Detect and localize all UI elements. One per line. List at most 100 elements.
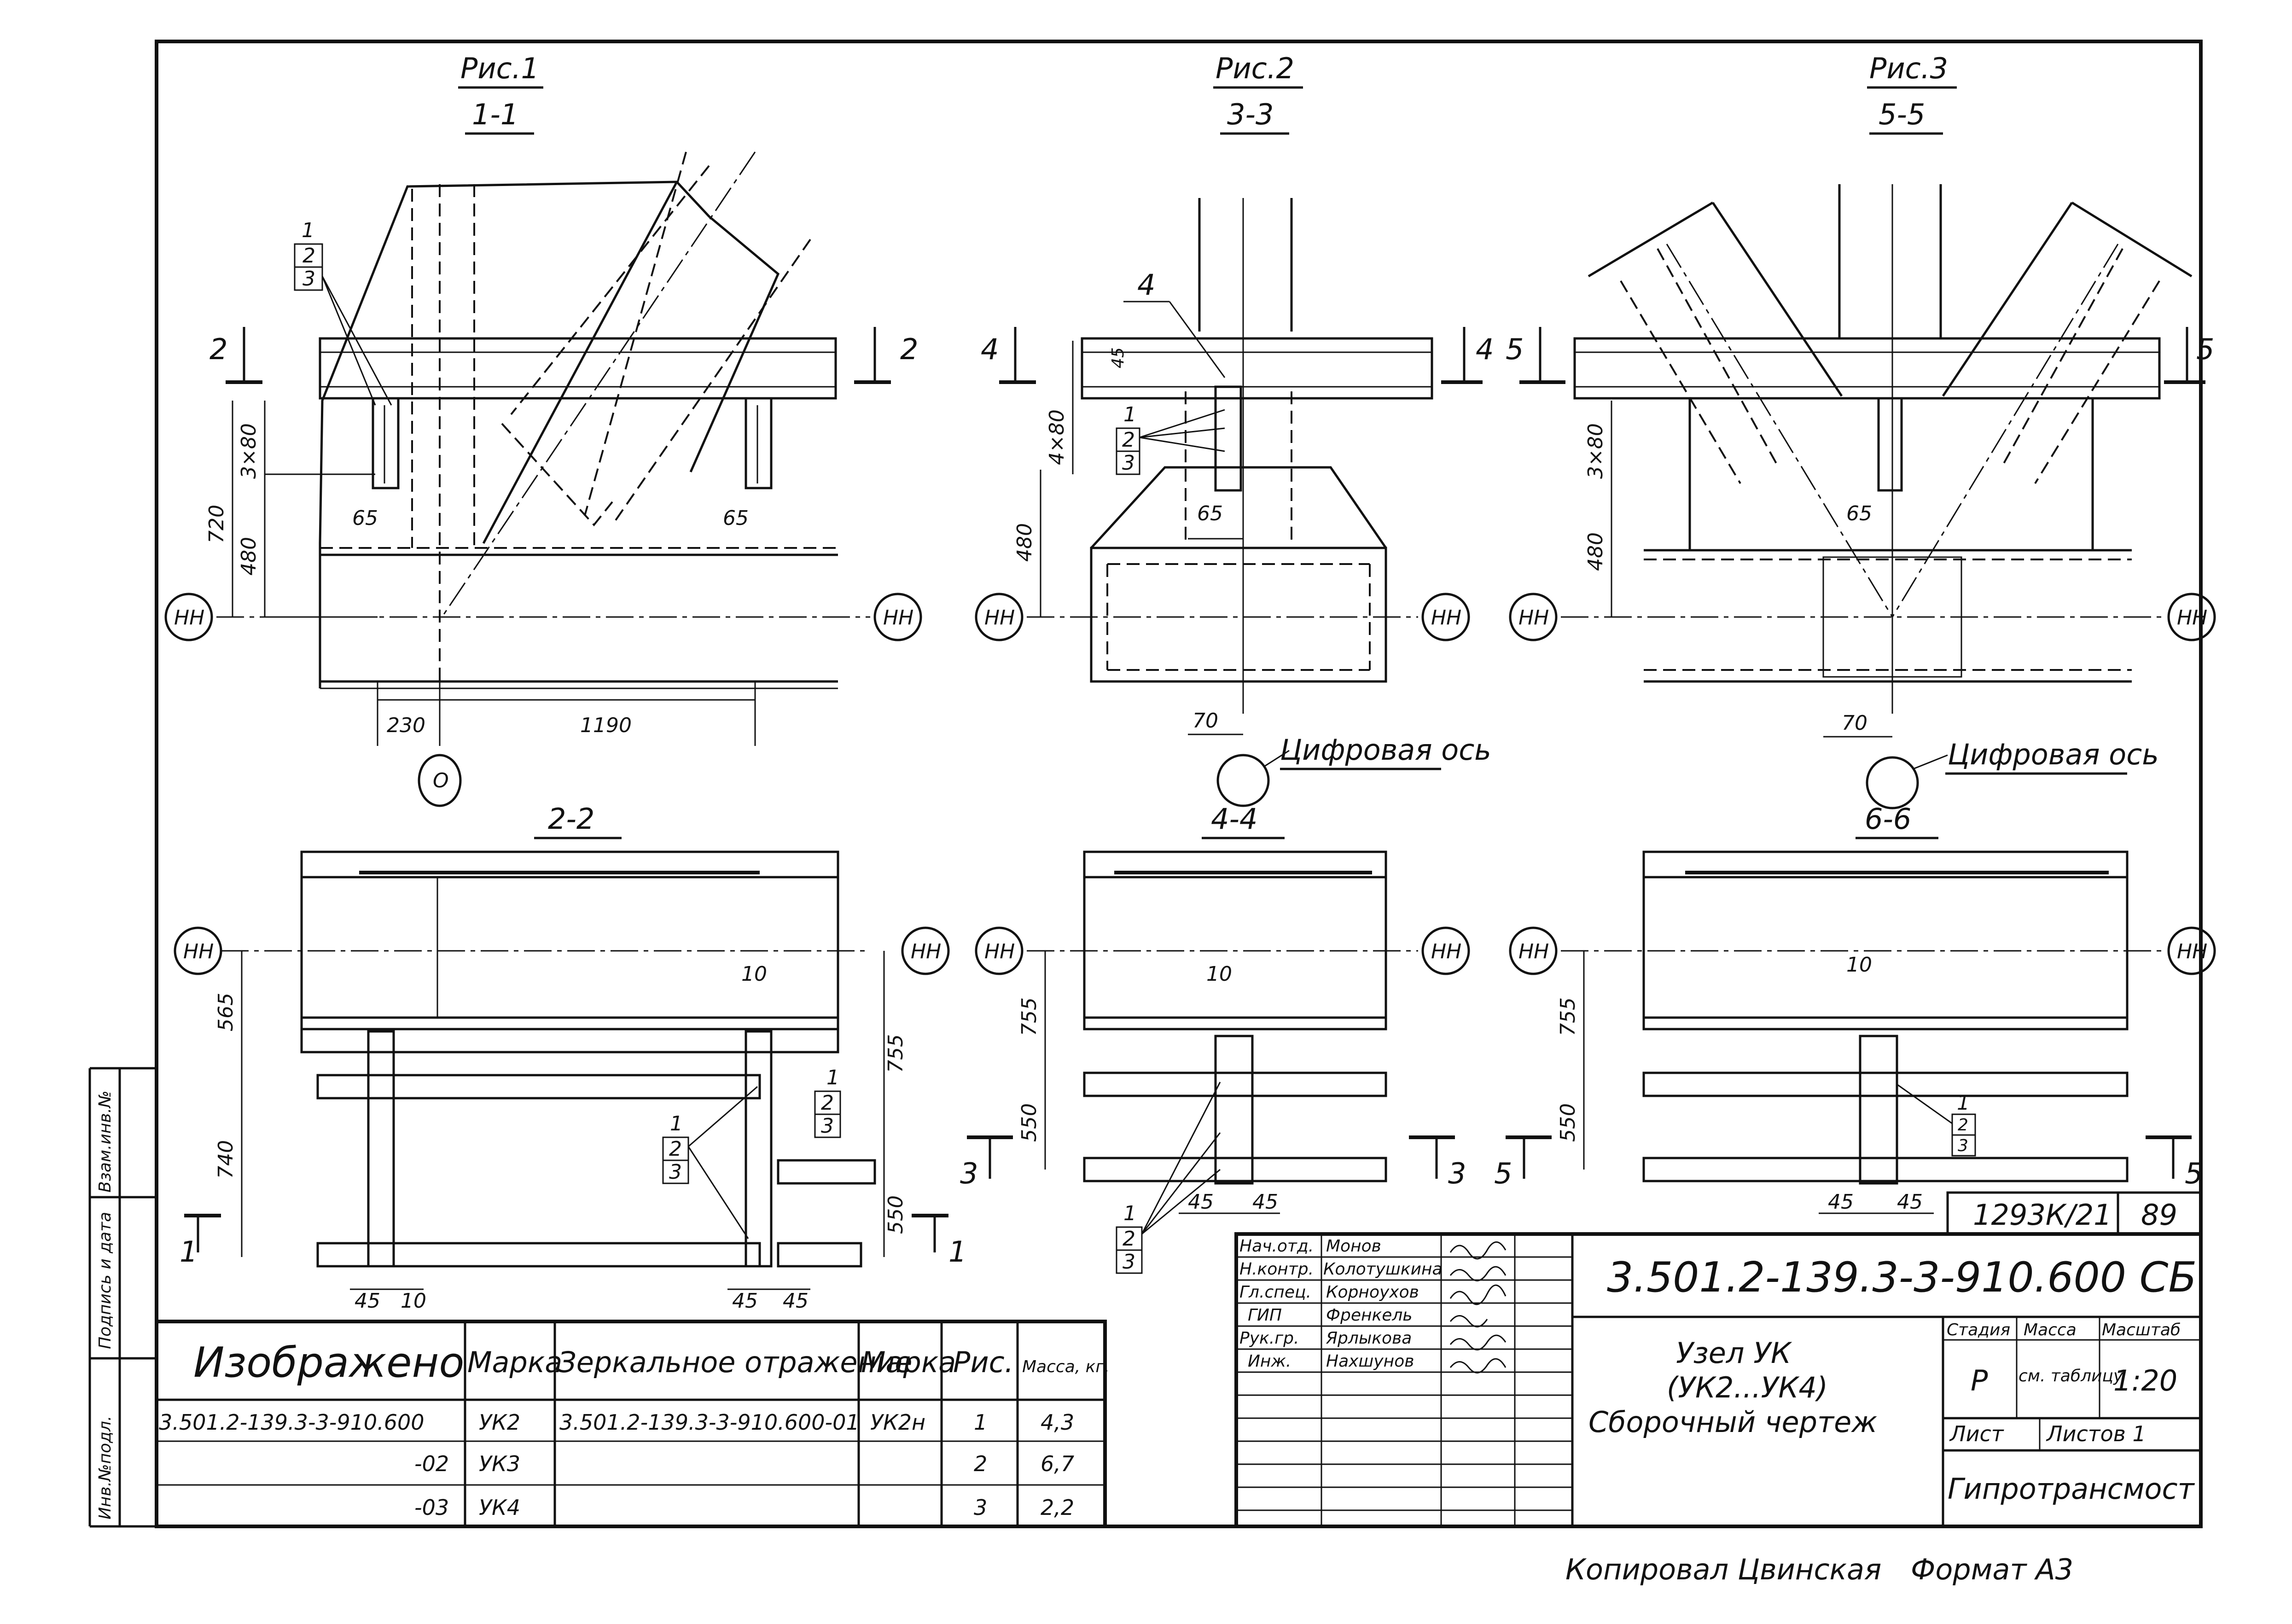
sec22-cut-left: 1 [180,1235,198,1269]
fig1-dim-65-left: 65 [352,506,378,530]
figure-2: Рис.2 3-3 НН НН 4 4 4 [975,52,1494,807]
sheet-ref-page: 89 [2141,1198,2177,1232]
fig1-axis-o: О [433,769,449,792]
sec22-dim-45-right: 45 [783,1289,809,1313]
spec-hdr-image: Изображено [193,1339,464,1387]
fig2-callout-4: 4 [1137,268,1155,302]
sec22-callout-3b: 3 [821,1114,834,1138]
fig3-dim-480: 480 [1584,532,1607,571]
tb-name-2line: (УК2...УК4) [1667,1371,1828,1404]
sec22-dim-45-left: 45 [355,1289,380,1313]
tb-designation: 3.501.2-139.3-3-910.600 СБ [1607,1253,2197,1302]
fig3-title: Рис.3 [1869,52,1948,85]
tb-name-1: Монов [1326,1237,1381,1256]
sec66-callout-2: 2 [1958,1116,1968,1135]
fig2-callout-1: 1 [1123,403,1136,426]
sec44-callout-3: 3 [1123,1250,1135,1274]
section-6-6: 6-6 НН НН 1 2 3 5 5 755 550 10 45 45 [1494,802,2216,1214]
fig1-axis-right: НН [883,606,913,629]
spec-hdr-mirror: Зеркальное отражение [558,1345,913,1379]
tb-mass-label: Масса [2024,1321,2077,1339]
tb-name-1line: Узел УК [1676,1336,1792,1370]
sec66-dim-45-left: 45 [1828,1190,1854,1214]
fig3-digital-axis: Цифровая ось [1948,738,2159,771]
sec44-title: 4-4 [1211,802,1257,836]
figure-3: Рис.3 5-5 НН НН [1506,52,2216,809]
sec22-title: 2-2 [548,802,594,836]
fig2-digital-axis: Цифровая ось [1280,733,1491,767]
spec-r1-image: 3.501.2-139.3-3-910.600 [159,1410,425,1435]
fig2-dim-70: 70 [1193,709,1218,733]
sec22-callout-1a: 1 [670,1112,683,1135]
sec66-dim-45-right: 45 [1897,1190,1923,1214]
sec22-dim-10-bottom: 10 [401,1289,426,1313]
sec22-callout-1b: 1 [826,1066,839,1089]
spec-hdr-fig: Рис. [953,1345,1013,1379]
tb-name-2: Колотушкина [1323,1260,1443,1279]
stamp-sign-label: Подпись и дата [96,1212,115,1349]
sec66-cut-left: 5 [1494,1157,1512,1190]
sec66-title: 6-6 [1865,802,1911,836]
tb-role-1: Нач.отд. [1239,1237,1314,1256]
sec22-axis-left: НН [183,940,214,963]
fig3-cut-right: 5 [2196,332,2214,366]
tb-sheets-label: Листов 1 [2046,1421,2146,1446]
tb-role-6: Инж. [1248,1352,1291,1371]
fig1-dim-65-right: 65 [723,506,749,530]
fig1-axis-left: НН [174,606,204,629]
spec-hdr-mass: Масса, кг. [1022,1357,1110,1376]
sec22-dim-10-top: 10 [741,962,767,986]
fig2-section: 3-3 [1227,98,1274,131]
spec-r2-mass: 6,7 [1041,1451,1074,1476]
sec44-axis-right: НН [1431,940,1461,963]
sec22-dim-755: 755 [884,1034,907,1073]
spec-r1-mark: УК2 [479,1410,520,1435]
sec66-axis-left: НН [1518,940,1549,963]
fig1-title: Рис.1 [460,52,539,85]
fig2-axis-left: НН [984,606,1015,629]
tb-sheet-label: Лист [1949,1421,2004,1446]
sec22-callout-3a: 3 [669,1160,682,1184]
tb-org: Гипротрансмост [1948,1472,2195,1506]
sec44-callout-2: 2 [1123,1227,1135,1251]
fig1-callout-3: 3 [302,267,315,291]
spec-r3-mass: 2,2 [1041,1495,1074,1520]
fig1-cut-left: 2 [209,332,227,366]
sec44-dim-755: 755 [1018,997,1041,1036]
fig3-dim-65: 65 [1846,502,1872,525]
spec-r1-mirror: 3.501.2-139.3-3-910.600-01 [559,1410,860,1435]
fig1-callout-2: 2 [302,244,315,268]
fig1-dim-480: 480 [237,537,261,576]
figure-1: Рис.1 1-1 НН НН [164,52,922,807]
fig2-dim-65: 65 [1197,502,1223,525]
stamp-replace-label: Взам.инв.№ [96,1090,115,1193]
sec66-dim-755: 755 [1556,997,1580,1036]
fig1-dim-720: 720 [205,505,228,543]
sec44-dim-45-left: 45 [1188,1190,1214,1214]
footer-copied: Копировал Цвинская [1565,1553,1881,1586]
spec-r1-mass: 4,3 [1041,1410,1074,1435]
footer-format: Формат А3 [1911,1553,2073,1586]
spec-r3-fig: 3 [974,1495,987,1520]
drawing-frame [155,40,2203,1528]
sec22-axis-right: НН [911,940,941,963]
sec22-dim-45-mid: 45 [732,1289,758,1313]
spec-r1-mark2: УК2н [870,1410,925,1435]
spec-table: Изображено Марка Зеркальное отражение Ма… [155,1320,1110,1528]
tb-scale: 1:20 [2113,1364,2177,1397]
sec66-callout-3: 3 [1958,1136,1968,1155]
fig3-axis-left: НН [1518,606,1549,629]
sec44-axis-left: НН [984,940,1015,963]
section-2-2: 2-2 НН НН 1 2 3 1 2 3 1 1 [174,802,966,1313]
fig3-axis-right: НН [2177,606,2207,629]
fig2-callout-2: 2 [1122,428,1135,452]
fig2-title: Рис.2 [1216,52,1294,85]
stamp-inv-label: Инв.№подл. [96,1416,115,1519]
spec-r1-fig: 1 [974,1410,987,1435]
spec-r2-fig: 2 [974,1451,987,1476]
sec22-dim-565: 565 [214,993,238,1031]
sec66-dim-10: 10 [1846,953,1872,977]
section-4-4: 4-4 НН НН 1 2 3 3 3 755 550 10 45 45 [960,802,1470,1274]
fig1-callout-1: 1 [302,219,314,242]
